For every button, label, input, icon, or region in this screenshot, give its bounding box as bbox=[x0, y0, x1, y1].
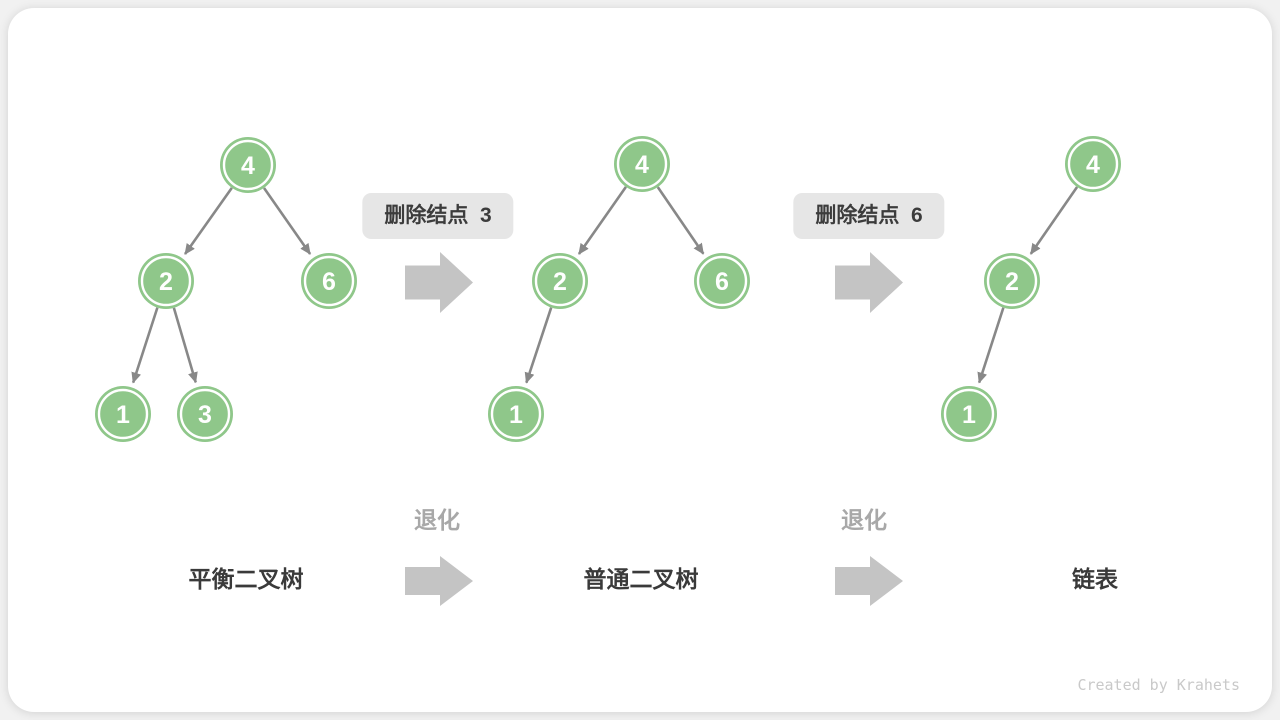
tree-node: 1 bbox=[941, 386, 997, 442]
watermark: Created by Krahets bbox=[1077, 676, 1240, 694]
diagram-card: 4 2 6 1 3 4 2 6 1 4 2 1 删除结点 3 删除结点 6 退化 退化 平衡二叉树 普… bbox=[8, 8, 1272, 712]
block-arrow-right-icon bbox=[405, 556, 473, 606]
tree-node: 4 bbox=[614, 136, 670, 192]
node-value: 1 bbox=[962, 401, 976, 429]
tree-node: 4 bbox=[1065, 136, 1121, 192]
node-value: 2 bbox=[1005, 268, 1019, 296]
tree-node: 6 bbox=[694, 253, 750, 309]
node-value: 2 bbox=[159, 268, 173, 296]
node-value: 1 bbox=[116, 401, 130, 429]
degrade-label: 退化 bbox=[841, 507, 887, 533]
tree-node: 2 bbox=[532, 253, 588, 309]
tree-edge bbox=[577, 186, 627, 255]
tree-node: 1 bbox=[95, 386, 151, 442]
tree-edge bbox=[131, 307, 159, 384]
degrade-label: 退化 bbox=[414, 507, 460, 533]
caption-linked-list: 链表 bbox=[1072, 566, 1118, 592]
tree-node: 1 bbox=[488, 386, 544, 442]
tree-edge bbox=[262, 187, 312, 255]
node-value: 6 bbox=[715, 268, 729, 296]
delete-node-6-label: 删除结点 6 bbox=[793, 193, 945, 239]
block-arrow-right-icon bbox=[835, 252, 903, 313]
tree-edge bbox=[656, 186, 705, 255]
node-value: 6 bbox=[322, 268, 336, 296]
node-value: 2 bbox=[553, 268, 567, 296]
node-value: 1 bbox=[509, 401, 523, 429]
tree-balanced-binary-tree: 4 2 6 1 3 bbox=[95, 137, 357, 442]
node-value: 3 bbox=[198, 401, 212, 429]
tree-linked-list: 4 2 1 bbox=[941, 136, 1121, 442]
tree-ordinary-binary-tree: 4 2 6 1 bbox=[488, 136, 750, 442]
block-arrow-right-icon bbox=[835, 556, 903, 606]
caption-ordinary-binary-tree: 普通二叉树 bbox=[583, 566, 699, 592]
node-value: 4 bbox=[1086, 151, 1100, 179]
tree-edge bbox=[172, 307, 198, 384]
tree-node: 2 bbox=[138, 253, 194, 309]
tree-node: 3 bbox=[177, 386, 233, 442]
tree-edge bbox=[1029, 186, 1079, 255]
node-value: 4 bbox=[635, 151, 649, 179]
delete-node-3-label: 删除结点 3 bbox=[362, 193, 514, 239]
tree-edge bbox=[977, 307, 1005, 384]
caption-balanced-binary-tree: 平衡二叉树 bbox=[188, 566, 304, 592]
tree-node: 4 bbox=[220, 137, 276, 193]
node-value: 4 bbox=[241, 152, 255, 180]
tree-node: 2 bbox=[984, 253, 1040, 309]
tree-edge bbox=[524, 307, 553, 384]
tree-edge bbox=[183, 187, 233, 255]
tree-node: 6 bbox=[301, 253, 357, 309]
block-arrow-right-icon bbox=[405, 252, 473, 313]
